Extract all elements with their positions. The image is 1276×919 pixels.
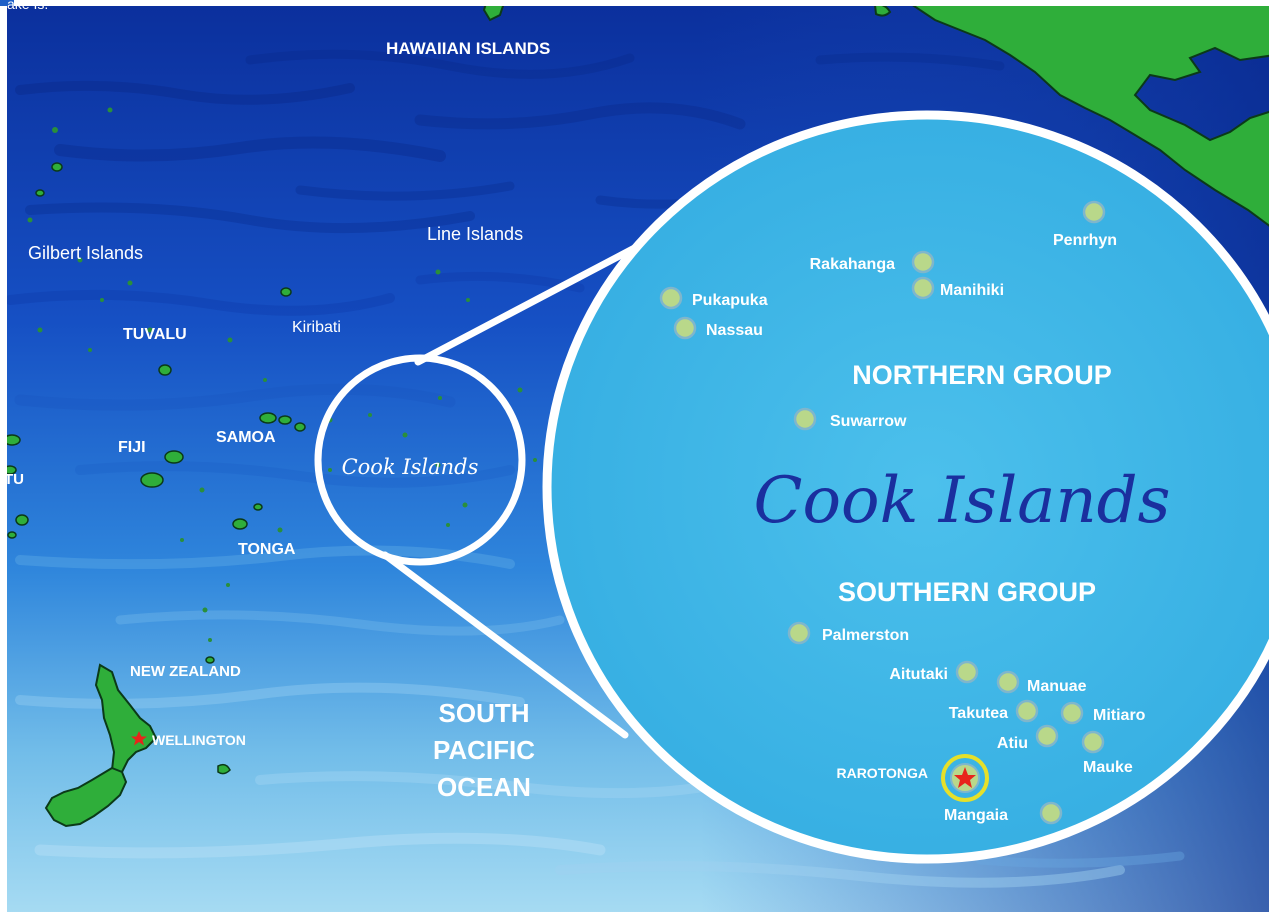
corner-tab xyxy=(0,0,14,6)
hawaiian-islands-label: HAWAIIAN ISLANDS xyxy=(386,39,550,58)
wellington-capital-star xyxy=(131,731,147,746)
southern-group-heading: SOUTHERN GROUP xyxy=(838,577,1096,607)
gilbert-islands-label: Gilbert Islands xyxy=(28,243,143,263)
island-label-mitiaro: Mitiaro xyxy=(1093,707,1146,724)
cook-islands-locator-circle xyxy=(314,354,526,566)
frame-top-border xyxy=(0,0,1276,6)
rarotonga-capital-star xyxy=(954,767,976,788)
island-label-suwarrow: Suwarrow xyxy=(830,413,907,430)
chatham-island xyxy=(217,763,231,775)
corner-wake-label: ake Is. xyxy=(7,0,49,12)
kiribati-label: Kiribati xyxy=(292,319,341,336)
pacific-islands xyxy=(3,162,306,664)
island-label-mauke: Mauke xyxy=(1083,759,1133,776)
rarotonga-label: RAROTONGA xyxy=(836,765,928,781)
wellington-label: WELLINGTON xyxy=(152,732,246,748)
tuvalu-label: TUVALU xyxy=(123,326,187,343)
island-label-manuae: Manuae xyxy=(1027,678,1087,695)
frame-bottom-border xyxy=(0,912,1276,919)
ocean-label-line2: PACIFIC xyxy=(433,735,535,765)
cook-islands-inset-circle xyxy=(542,110,1276,864)
island-label-mangaia: Mangaia xyxy=(944,807,1008,824)
new-zealand-south-island xyxy=(44,766,128,828)
new-zealand-label: NEW ZEALAND xyxy=(130,663,241,680)
island-label-atiu: Atiu xyxy=(997,735,1028,752)
rarotonga-highlight-ring xyxy=(941,754,989,802)
line-islands-label: Line Islands xyxy=(427,224,523,244)
island-label-takutea: Takutea xyxy=(949,705,1008,722)
ocean-label-line1: SOUTH xyxy=(439,698,530,728)
samoa-label: SAMOA xyxy=(216,429,276,446)
frame-right-border xyxy=(1269,0,1276,919)
fiji-label: FIJI xyxy=(118,439,146,456)
zoom-connector-lines xyxy=(381,228,669,739)
northern-group-heading: NORTHERN GROUP xyxy=(852,360,1112,390)
tiny-atolls xyxy=(27,107,537,642)
inset-island-dots xyxy=(659,200,1106,825)
tonga-label: TONGA xyxy=(238,541,296,558)
island-label-aitutaki: Aitutaki xyxy=(889,666,948,683)
island-label-nassau: Nassau xyxy=(706,322,763,339)
tu-label: TU xyxy=(4,471,24,488)
island-label-manihiki: Manihiki xyxy=(940,282,1004,299)
new-zealand-north-island xyxy=(94,663,158,774)
ocean-label-line3: OCEAN xyxy=(437,772,531,802)
small-cook-islands-label: Cook Islands xyxy=(342,455,479,479)
island-label-rakahanga: Rakahanga xyxy=(810,256,895,273)
frame-left-border xyxy=(0,0,7,919)
cook-islands-title: Cook Islands xyxy=(754,464,1171,538)
island-label-penrhyn: Penrhyn xyxy=(1053,232,1117,249)
island-label-palmerston: Palmerston xyxy=(822,627,909,644)
island-label-pukapuka: Pukapuka xyxy=(692,292,768,309)
